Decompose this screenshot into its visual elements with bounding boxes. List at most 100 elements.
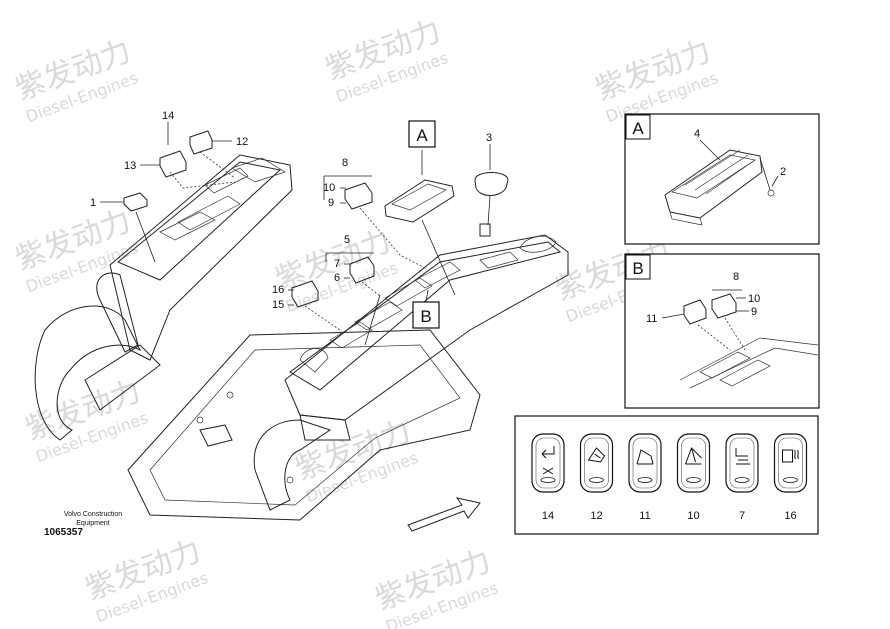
rocker-body xyxy=(579,433,614,493)
rocker-inner xyxy=(778,437,803,489)
right-console-top xyxy=(289,241,562,391)
watermark-layer: 紫发动力 Diesel-Engines 紫发动力 Diesel-Engines … xyxy=(11,14,721,629)
detail-ref-a: A xyxy=(408,120,436,148)
floor-plate xyxy=(127,329,481,521)
switch-label: 16 xyxy=(784,510,796,522)
leader-4 xyxy=(699,139,721,161)
install-line xyxy=(169,171,236,189)
switch-16 xyxy=(291,280,319,308)
callout-14: 14 xyxy=(162,110,174,122)
install-line xyxy=(304,305,341,331)
right-switch-slot xyxy=(329,321,373,349)
callout-7: 7 xyxy=(334,258,340,270)
left-switch-slot xyxy=(177,195,241,231)
direction-arrow xyxy=(407,497,481,532)
rocker-switch-7: 7 xyxy=(725,433,759,522)
rocker-switch-11: 11 xyxy=(628,433,662,522)
leader-11 xyxy=(661,313,685,319)
relay-3-plug xyxy=(479,223,491,237)
switch-10 xyxy=(344,182,373,210)
indicator-led xyxy=(734,477,750,483)
right-console xyxy=(253,234,569,511)
rear-defrost-icon xyxy=(782,449,799,463)
watermark-3: 紫发动力 Diesel-Engines xyxy=(591,34,721,127)
bracket-5 xyxy=(325,252,374,262)
right-armrest xyxy=(253,419,332,511)
detail-b-slot xyxy=(699,351,751,379)
boom-arm-alt-icon xyxy=(685,447,702,465)
switch-panel: 14 12 11 10 7 16 xyxy=(514,415,819,535)
rocker-body xyxy=(676,433,711,493)
callout-5: 5 xyxy=(344,234,350,246)
callout-1: 1 xyxy=(90,197,96,209)
arrow-return-icon xyxy=(541,446,555,475)
callout-11: 11 xyxy=(646,313,657,325)
callout-2: 2 xyxy=(780,166,786,178)
watermark-2: 紫发动力 Diesel-Engines xyxy=(321,14,451,107)
right-switch-slot xyxy=(414,261,461,289)
install-line xyxy=(199,151,236,179)
detail-a-panel: A 4 2 xyxy=(624,113,820,245)
callout-8b: 8 xyxy=(733,271,739,283)
floor-bracket xyxy=(199,424,233,447)
loose-switches xyxy=(123,130,509,308)
caption-company-line2: Equipment xyxy=(76,520,110,527)
leader-2 xyxy=(771,175,779,187)
callout-16: 16 xyxy=(272,284,284,296)
rocker-inner xyxy=(584,437,609,489)
install-line xyxy=(359,207,426,269)
indicator-led xyxy=(540,477,556,483)
drawing-number: 1065357 xyxy=(44,527,83,538)
detail-a-key-rows xyxy=(684,149,756,195)
callout-15: 15 xyxy=(272,299,284,311)
right-console-base xyxy=(299,414,351,441)
control-module xyxy=(384,179,455,223)
indicator-led xyxy=(637,477,653,483)
switch-12 xyxy=(189,130,213,155)
switch-label: 7 xyxy=(739,510,745,522)
detail-b-panel: B 8 10 9 11 xyxy=(624,253,820,409)
callout-6: 6 xyxy=(334,272,340,284)
watermark-9: 紫发动力 Diesel-Engines xyxy=(81,534,211,627)
callout-13: 13 xyxy=(124,160,136,172)
relay-3 xyxy=(474,172,509,196)
left-armrest-pivot xyxy=(34,305,142,441)
detail-b-title: B xyxy=(632,259,643,278)
watermark-4: 紫发动力 Diesel-Engines xyxy=(11,204,141,297)
switch-row: 14 12 11 10 7 16 xyxy=(531,433,808,522)
detail-b-slot xyxy=(719,359,771,387)
detail-a-screw xyxy=(767,189,775,197)
indicator-led xyxy=(783,477,798,483)
right-joystick-base xyxy=(299,348,329,373)
tipping-bucket-icon xyxy=(587,447,606,463)
callout-9b: 9 xyxy=(751,306,757,318)
callout-12: 12 xyxy=(236,136,248,148)
callout-8: 8 xyxy=(342,157,348,169)
switch-label: 12 xyxy=(590,510,602,522)
right-switch-slot xyxy=(479,251,519,269)
callout-9: 9 xyxy=(328,197,334,209)
rocker-switch-10: 10 xyxy=(676,433,711,522)
indicator-led xyxy=(686,477,701,483)
left-console-grip xyxy=(231,157,286,183)
callout-4: 4 xyxy=(694,128,700,140)
switch-label: 10 xyxy=(687,510,699,522)
detail-a-module-base xyxy=(669,211,703,226)
callout-10b: 10 xyxy=(748,293,760,305)
indicator-led xyxy=(589,477,604,483)
detail-b-install xyxy=(697,324,731,351)
detail-a-title: A xyxy=(632,119,644,138)
detail-a-wire xyxy=(759,157,771,191)
boom-arm-icon xyxy=(636,449,654,465)
switch-1 xyxy=(123,192,148,212)
rocker-switch-14: 14 xyxy=(531,433,565,522)
switch-6 xyxy=(349,256,375,284)
floor-hole xyxy=(286,476,294,484)
rocker-inner xyxy=(535,437,561,489)
callout-10: 10 xyxy=(323,182,335,194)
callout-3: 3 xyxy=(486,132,492,144)
switch-label: 11 xyxy=(639,510,650,522)
rocker-body xyxy=(773,433,808,493)
right-switch-slot xyxy=(384,277,433,307)
rocker-body xyxy=(628,433,662,493)
